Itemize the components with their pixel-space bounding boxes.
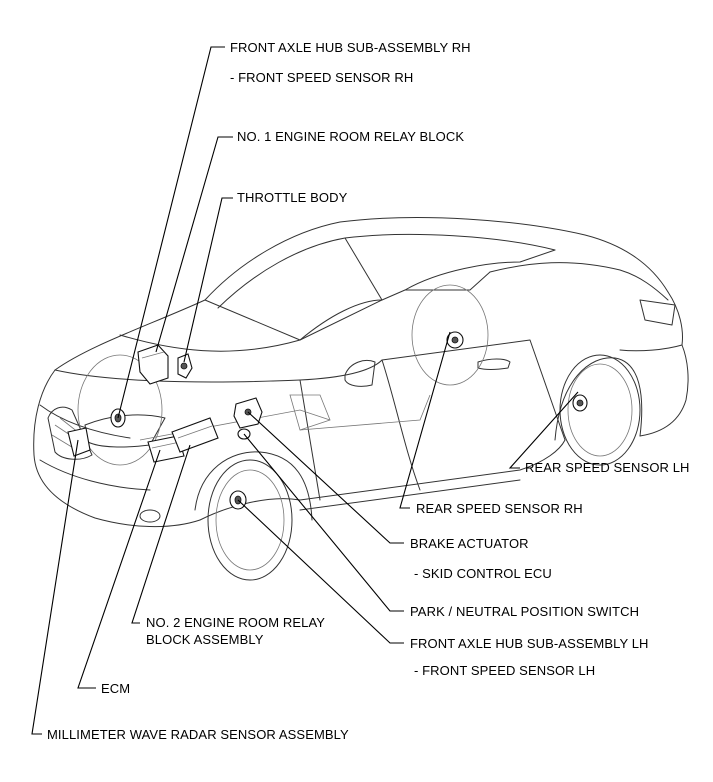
rear-speed-sensor-lh-part xyxy=(572,394,588,412)
label-rear-speed-sensor-rh: REAR SPEED SENSOR RH xyxy=(416,501,583,516)
label-millimeter-wave-radar: MILLIMETER WAVE RADAR SENSOR ASSEMBLY xyxy=(47,727,349,742)
label-skid-control-ecu: - SKID CONTROL ECU xyxy=(414,566,552,581)
rear-speed-sensor-rh-part xyxy=(446,331,464,349)
label-engine-room-relay-block-1: NO. 1 ENGINE ROOM RELAY BLOCK xyxy=(237,129,465,144)
leader-lines xyxy=(31,46,579,735)
ecm-part xyxy=(147,435,185,463)
label-front-axle-hub-lh: FRONT AXLE HUB SUB-ASSEMBLY LH xyxy=(410,636,649,651)
brake-actuator-part xyxy=(233,397,263,429)
label-park-neutral-switch: PARK / NEUTRAL POSITION SWITCH xyxy=(410,604,640,619)
label-brake-actuator: BRAKE ACTUATOR xyxy=(410,536,529,551)
label-rear-speed-sensor-lh: REAR SPEED SENSOR LH xyxy=(525,460,690,475)
label-ecm: ECM xyxy=(101,681,131,696)
label-engine-room-relay-block-2-line1: NO. 2 ENGINE ROOM RELAY xyxy=(146,615,326,630)
radar-sensor-part xyxy=(67,427,91,457)
engine-room-relay-block-1-part xyxy=(137,344,169,385)
label-throttle-body: THROTTLE BODY xyxy=(237,190,348,205)
label-engine-room-relay-block-2-line2: BLOCK ASSEMBLY xyxy=(146,632,264,647)
label-front-speed-sensor-rh: - FRONT SPEED SENSOR RH xyxy=(230,70,414,85)
car-body xyxy=(33,217,689,581)
engine-room-relay-block-2-part xyxy=(171,417,219,453)
label-front-axle-hub-rh: FRONT AXLE HUB SUB-ASSEMBLY RH xyxy=(230,40,471,55)
label-front-speed-sensor-lh: - FRONT SPEED SENSOR LH xyxy=(414,663,596,678)
throttle-body-part xyxy=(177,353,193,379)
